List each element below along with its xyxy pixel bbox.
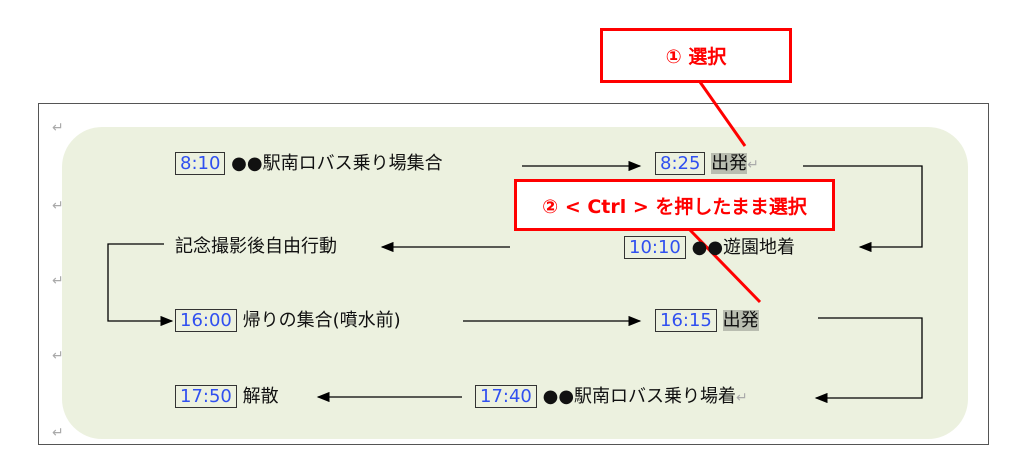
- schedule-row: 16:00 帰りの集合(噴水前): [175, 309, 401, 333]
- paragraph-mark: ↵: [52, 273, 64, 289]
- event-text[interactable]: ●●遊園地着: [691, 237, 796, 258]
- paragraph-mark: ↵: [747, 157, 759, 173]
- selected-text[interactable]: 出発: [711, 153, 748, 174]
- event-text[interactable]: 解散: [242, 386, 279, 407]
- time-field[interactable]: 16:00: [175, 309, 237, 332]
- schedule-row-end: 8:25 出発↵: [655, 152, 759, 177]
- time-field[interactable]: 17:50: [175, 385, 237, 408]
- callout-step1: ① 選択: [600, 28, 792, 83]
- paragraph-mark: ↵: [52, 198, 64, 214]
- schedule-row: 記念撮影後自由行動: [175, 235, 337, 259]
- time-field[interactable]: 17:40: [475, 385, 537, 408]
- schedule-row: 17:50 解散: [175, 385, 279, 409]
- paragraph-mark: ↵: [736, 390, 748, 406]
- event-text[interactable]: ●●駅南ロバス乗り場集合: [231, 153, 443, 174]
- schedule-row-end: 16:15 出発: [655, 309, 759, 333]
- paragraph-mark: ↵: [52, 425, 64, 441]
- time-field[interactable]: 8:25: [655, 152, 706, 175]
- event-text[interactable]: 帰りの集合(噴水前): [242, 310, 401, 331]
- callout-step2: ② < Ctrl > を押したまま選択: [514, 179, 835, 231]
- schedule-row-end: 10:10 ●●遊園地着: [624, 236, 795, 260]
- event-text[interactable]: 記念撮影後自由行動: [175, 236, 337, 257]
- paragraph-mark: ↵: [52, 120, 64, 136]
- document-page: [38, 103, 989, 445]
- time-field[interactable]: 10:10: [624, 236, 686, 259]
- schedule-row-end: 17:40 ●●駅南ロバス乗り場着↵: [475, 385, 748, 410]
- schedule-row: 8:10 ●●駅南ロバス乗り場集合: [175, 152, 443, 176]
- event-text[interactable]: ●●駅南ロバス乗り場着: [542, 386, 737, 407]
- paragraph-mark: ↵: [52, 348, 64, 364]
- selected-text[interactable]: 出発: [722, 310, 759, 331]
- time-field[interactable]: 16:15: [655, 309, 717, 332]
- time-field[interactable]: 8:10: [175, 152, 226, 175]
